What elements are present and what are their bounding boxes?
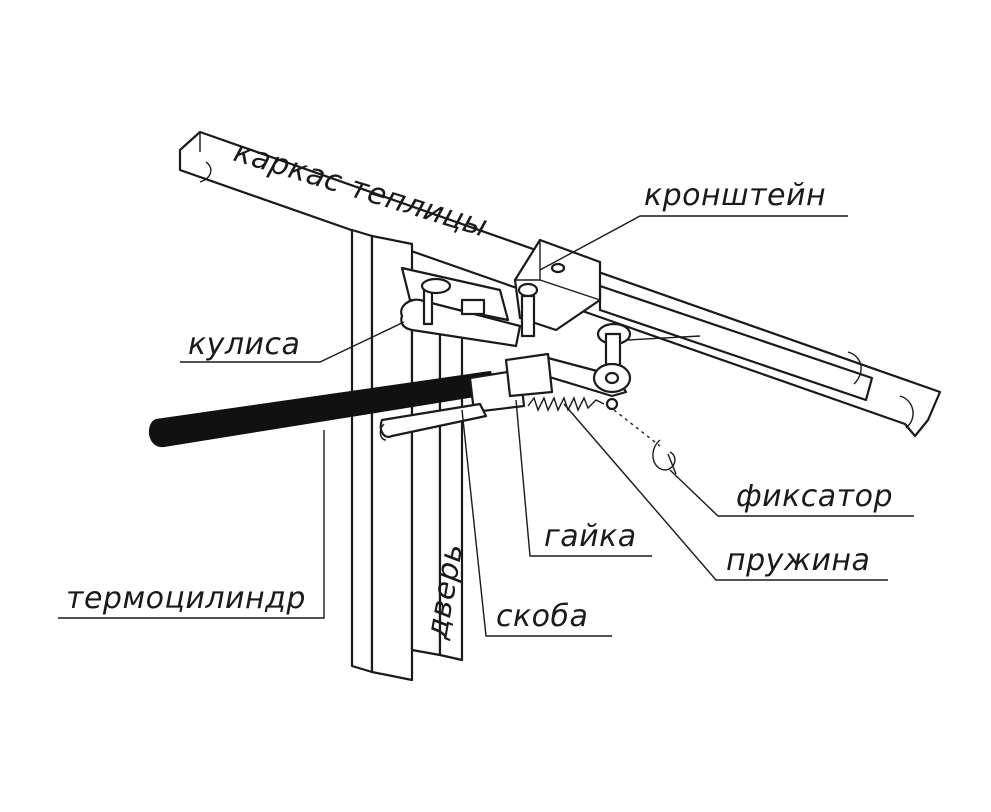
leader-clip — [461, 409, 612, 637]
clip — [379, 402, 488, 441]
rocker-arm — [400, 266, 522, 348]
latch-pin — [605, 397, 677, 475]
thermocylinder — [148, 352, 554, 448]
label-spring: пружина — [726, 543, 870, 578]
leader-lines — [58, 215, 914, 637]
link-arm — [544, 322, 701, 398]
leader-nut — [515, 399, 652, 557]
spring — [527, 396, 605, 412]
leader-thermocylinder — [58, 430, 325, 619]
label-nut: гайка — [544, 519, 637, 554]
label-rocker: кулиса — [188, 327, 300, 362]
leader-rocker — [180, 321, 405, 363]
leader-bracket — [539, 215, 848, 271]
label-clip: скоба — [496, 599, 588, 634]
leader-spring — [563, 403, 888, 581]
leader-latch — [669, 469, 914, 517]
bracket — [513, 238, 602, 338]
label-bracket: кронштейн — [644, 178, 826, 213]
frame-post — [350, 228, 414, 682]
label-latch: фиксатор — [736, 479, 893, 514]
label-thermocylinder: термоцилиндр — [66, 581, 306, 616]
